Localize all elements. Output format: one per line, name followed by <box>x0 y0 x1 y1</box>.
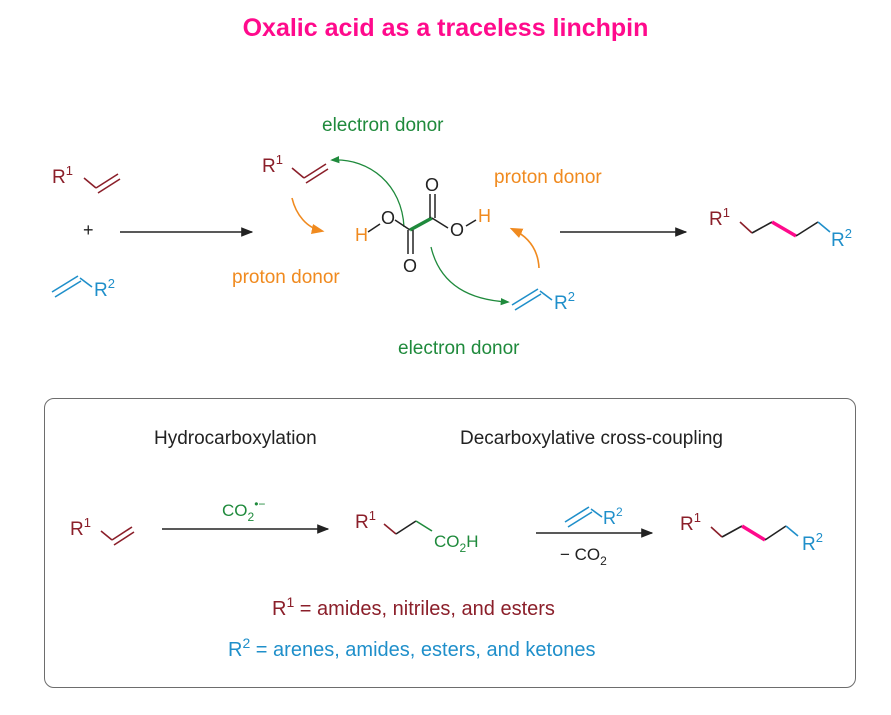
r2-alkene-left: R2 <box>51 275 115 301</box>
co2-radical-anion-reagent: CO2•− <box>222 497 265 524</box>
r1-alkene-left: R1 <box>52 163 121 194</box>
heading-decarboxylative-coupling: Decarboxylative cross-coupling <box>460 428 723 449</box>
svg-text:R1: R1 <box>709 205 730 230</box>
electron-donor-label-bottom: electron donor <box>398 338 520 359</box>
r2-alkene-center: R2 <box>511 288 575 314</box>
svg-text:R2: R2 <box>831 226 852 251</box>
r1-alkene-center: R1 <box>262 152 329 184</box>
svg-text:O: O <box>450 220 464 240</box>
product-structure-top: R1 R2 <box>709 205 852 251</box>
electron-arrow-top <box>330 155 405 228</box>
carboxylic-acid-intermediate: R1 CO2H <box>355 508 478 555</box>
svg-text:R2: R2 <box>802 530 823 555</box>
proton-donor-label-right: proton donor <box>494 167 602 188</box>
two-step-strategy-box <box>44 398 856 688</box>
r2-label: R2 <box>94 276 115 301</box>
svg-text:H: H <box>355 225 368 245</box>
r1-definition: R1 = amides, nitriles, and esters <box>272 594 555 620</box>
svg-text:R2: R2 <box>603 505 623 528</box>
svg-text:R1: R1 <box>680 510 701 535</box>
svg-text:O: O <box>381 208 395 228</box>
oxalic-acid-structure: H O O O O H <box>355 175 491 276</box>
svg-text:R1: R1 <box>262 152 283 177</box>
heading-hydrocarboxylation: Hydrocarboxylation <box>154 428 317 449</box>
r1-label: R1 <box>52 163 73 188</box>
proton-arrow-left <box>291 197 325 235</box>
scheme-title: Oxalic acid as a traceless linchpin <box>242 14 649 42</box>
minus-co2-label: − CO2 <box>560 545 607 568</box>
svg-text:CO2H: CO2H <box>434 532 478 555</box>
product-structure-bottom: R1 R2 <box>680 510 823 555</box>
r1-alkene-bottom: R1 <box>70 515 135 546</box>
r2-definition: R2 = arenes, amides, esters, and ketones <box>228 635 595 661</box>
svg-text:H: H <box>478 206 491 226</box>
proton-donor-label-left: proton donor <box>232 267 340 288</box>
r2-alkene-reagent: R2 <box>564 505 623 528</box>
svg-text:O: O <box>403 256 417 276</box>
electron-donor-label-top: electron donor <box>322 115 444 136</box>
svg-text:R1: R1 <box>70 515 91 540</box>
proton-arrow-right <box>509 227 540 269</box>
svg-text:O: O <box>425 175 439 195</box>
electron-arrow-bottom <box>430 246 510 306</box>
svg-text:R2: R2 <box>554 289 575 314</box>
plus-sign: + <box>83 220 94 240</box>
svg-text:R1: R1 <box>355 508 376 533</box>
